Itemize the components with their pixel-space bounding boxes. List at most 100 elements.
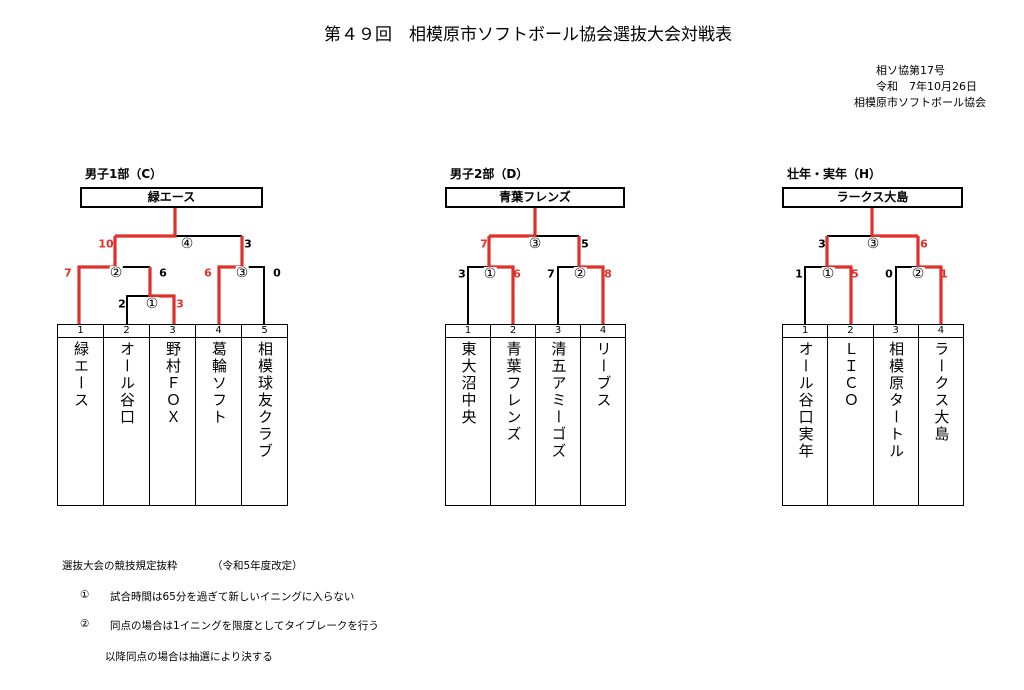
team-name: オール谷口: [118, 341, 136, 426]
rules-revision: （令和5年度改定）: [212, 560, 303, 572]
team-column: 5 相模球友クラブ: [241, 325, 287, 505]
score: 3: [458, 267, 466, 281]
winner-path: [148, 267, 176, 324]
rule-note: 以降同点の場合は抽選により決する: [105, 651, 273, 663]
rule-2-mark: ②: [80, 618, 90, 630]
bracket-title: 男子1部（C）: [85, 167, 163, 181]
team-number: 2: [828, 325, 873, 338]
winning-score: 7: [64, 266, 72, 280]
team-number: 3: [150, 325, 195, 338]
score: 6: [159, 266, 167, 280]
team-number: 3: [536, 325, 580, 338]
bracket-line: [804, 266, 827, 324]
team-name: 相模原タートル: [887, 341, 906, 460]
bracket-line: [895, 266, 918, 324]
score: 7: [547, 267, 555, 281]
team-column: 1 東大沼中央: [446, 325, 490, 505]
winner-path: [77, 236, 117, 324]
champion-box: ラークス大島: [782, 187, 963, 208]
score: 1: [795, 267, 803, 281]
rule-2-text: 同点の場合は1イニングを限度としてタイブレークを行う: [110, 620, 379, 632]
winning-score: 10: [98, 237, 114, 251]
team-number: 2: [104, 325, 149, 338]
team-name: 清五アミーゴズ: [549, 341, 568, 460]
team-number: 4: [196, 325, 241, 338]
winner-path: [115, 207, 177, 238]
score: 0: [885, 267, 893, 281]
team-name: オール谷口実年: [796, 341, 815, 460]
team-column: 2 オール谷口: [103, 325, 149, 505]
match-number: ①: [483, 266, 497, 282]
winning-score: 3: [176, 297, 184, 311]
score: 5: [581, 237, 589, 251]
winning-score: 1: [940, 267, 948, 281]
team-name: 東大沼中央: [459, 341, 478, 426]
score: 3: [244, 237, 252, 251]
document-date: 令和 7年10月26日: [876, 80, 977, 93]
match-number: ①: [145, 296, 159, 312]
team-column: 1 オール谷口実年: [783, 325, 828, 505]
match-number: ②: [573, 266, 587, 282]
team-number: 5: [242, 325, 287, 338]
score: 3: [818, 237, 826, 251]
team-name: ラークス大島: [932, 341, 951, 443]
bracket-line: [557, 266, 579, 324]
team-name: ＬＩＣＯ: [841, 341, 860, 409]
winner-path: [217, 236, 244, 324]
winning-score: 6: [920, 237, 928, 251]
team-column: 3 清五アミーゴズ: [535, 325, 580, 505]
team-number: 1: [783, 325, 828, 338]
match-number: ④: [180, 236, 194, 252]
team-name: 青葉フレンズ: [504, 341, 523, 443]
team-number: 2: [491, 325, 535, 338]
rule-1-mark: ①: [80, 589, 90, 601]
team-name: 野村ＦＯＸ: [164, 341, 182, 426]
winning-score: 5: [851, 267, 859, 281]
winner-path: [487, 236, 515, 324]
bracket-line: [467, 266, 489, 324]
champion-box: 緑エース: [80, 187, 263, 208]
match-number: ①: [821, 266, 835, 282]
team-column: 2 青葉フレンズ: [490, 325, 535, 505]
document-number: 相ソ協第17号: [876, 64, 945, 77]
champion-box: 青葉フレンズ: [445, 187, 625, 208]
winning-score: 6: [513, 267, 521, 281]
match-number: ②: [911, 266, 925, 282]
winning-score: 8: [604, 267, 612, 281]
team-column: 3 野村ＦＯＸ: [149, 325, 195, 505]
score: 2: [118, 297, 126, 311]
team-name: 相模球友クラブ: [256, 341, 274, 460]
match-number: ③: [528, 236, 542, 252]
winning-score: 7: [480, 237, 488, 251]
match-number: ③: [866, 236, 880, 252]
team-column: 4 ラークス大島: [917, 325, 963, 505]
team-column: 3 相模原タートル: [872, 325, 918, 505]
rule-1-text: 試合時間は65分を過ぎて新しいイニングに入らない: [110, 591, 355, 603]
winner-path: [916, 236, 943, 324]
team-name: 葛輪ソフト: [210, 341, 228, 426]
winner-path: [489, 207, 537, 238]
winner-path: [577, 236, 605, 324]
match-number: ②: [109, 265, 123, 281]
bracket-line: [126, 295, 150, 324]
team-name: 緑エース: [72, 341, 90, 409]
winner-path: [870, 207, 918, 238]
team-number: 3: [873, 325, 918, 338]
team-number: 4: [581, 325, 625, 338]
rules-heading: 選抜大会の競技規定抜粋: [62, 560, 178, 572]
team-number: 4: [918, 325, 963, 338]
bracket-line: [242, 266, 265, 324]
score: 0: [273, 266, 281, 280]
match-number: ③: [235, 265, 249, 281]
bracket-title: 壮年・実年（H）: [787, 167, 882, 181]
team-number: 1: [446, 325, 490, 338]
issuer: 相模原市ソフトボール協会: [854, 96, 986, 109]
bracket-title: 男子2部（D）: [450, 167, 529, 181]
